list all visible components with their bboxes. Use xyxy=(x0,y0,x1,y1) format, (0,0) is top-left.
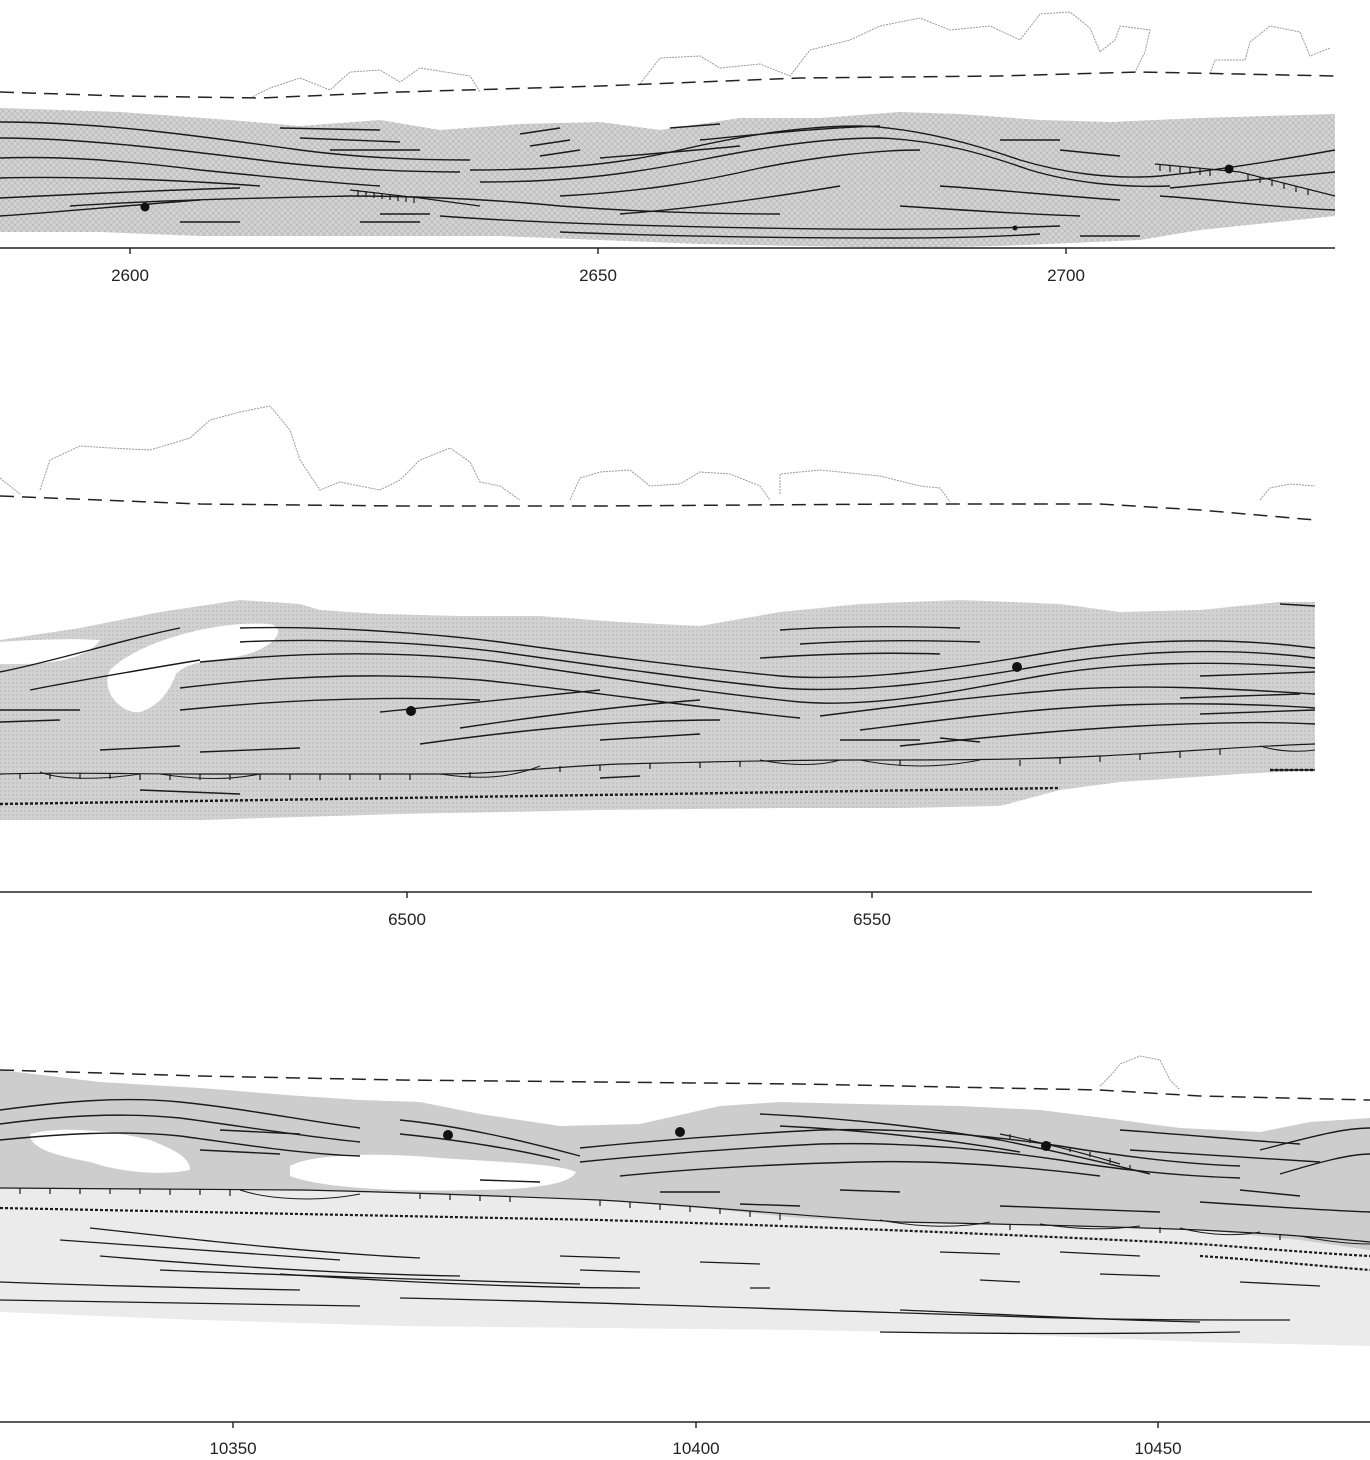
deposit-body xyxy=(0,108,1335,248)
hachured-surface xyxy=(349,163,1336,207)
sample-dot xyxy=(406,706,416,716)
sample-dot xyxy=(140,202,150,212)
tick-label: 6550 xyxy=(853,910,891,929)
surface-dashed-line xyxy=(0,1069,1370,1101)
dune-outline xyxy=(1099,1055,1181,1091)
deposit-body xyxy=(0,1070,1370,1250)
sample-dot xyxy=(675,1127,685,1137)
hachured-surface xyxy=(0,1133,1370,1272)
deposit-body xyxy=(0,600,1315,820)
sample-dot xyxy=(1224,164,1234,174)
sample-dot xyxy=(443,1130,453,1140)
void xyxy=(290,1154,576,1191)
surface-dashed-line xyxy=(0,71,1336,99)
panel-top: 2600 2650 2700 xyxy=(0,0,1370,300)
strata-lines-lower xyxy=(0,1227,1321,1335)
panel-bottom-diagram: 10350 10400 10450 xyxy=(0,1055,1370,1458)
void xyxy=(107,623,279,713)
sample-dot-small xyxy=(1012,225,1018,231)
sample-dot xyxy=(1041,1141,1051,1151)
tick-label: 10350 xyxy=(209,1439,256,1458)
strata-lines xyxy=(0,121,1336,239)
tick-label: 2700 xyxy=(1047,266,1085,285)
tick-label: 10400 xyxy=(672,1439,719,1458)
tick-label: 2650 xyxy=(579,266,617,285)
x-axis: 2600 2650 2700 xyxy=(0,247,1335,285)
panel-top-diagram: 2600 2650 2700 xyxy=(0,11,1336,285)
sample-dot xyxy=(1012,662,1022,672)
dune-outline xyxy=(249,11,1331,99)
surface-dashed-line xyxy=(0,495,1316,521)
tick-label: 2600 xyxy=(111,266,149,285)
hachured-surface xyxy=(0,743,1316,806)
void xyxy=(0,639,100,664)
x-axis: 6500 6550 xyxy=(0,891,1312,929)
dune-outline xyxy=(0,405,1316,503)
panel-middle: 6500 6550 xyxy=(0,390,1370,950)
panel-middle-diagram: 6500 6550 xyxy=(0,405,1316,929)
void xyxy=(30,1129,190,1173)
strata-lines xyxy=(0,1098,1370,1213)
x-axis: 10350 10400 10450 xyxy=(0,1421,1370,1458)
strata-lines xyxy=(0,603,1316,795)
panel-bottom: 10350 10400 10450 xyxy=(0,1030,1370,1460)
tick-label: 6500 xyxy=(388,910,426,929)
tick-label: 10450 xyxy=(1134,1439,1181,1458)
